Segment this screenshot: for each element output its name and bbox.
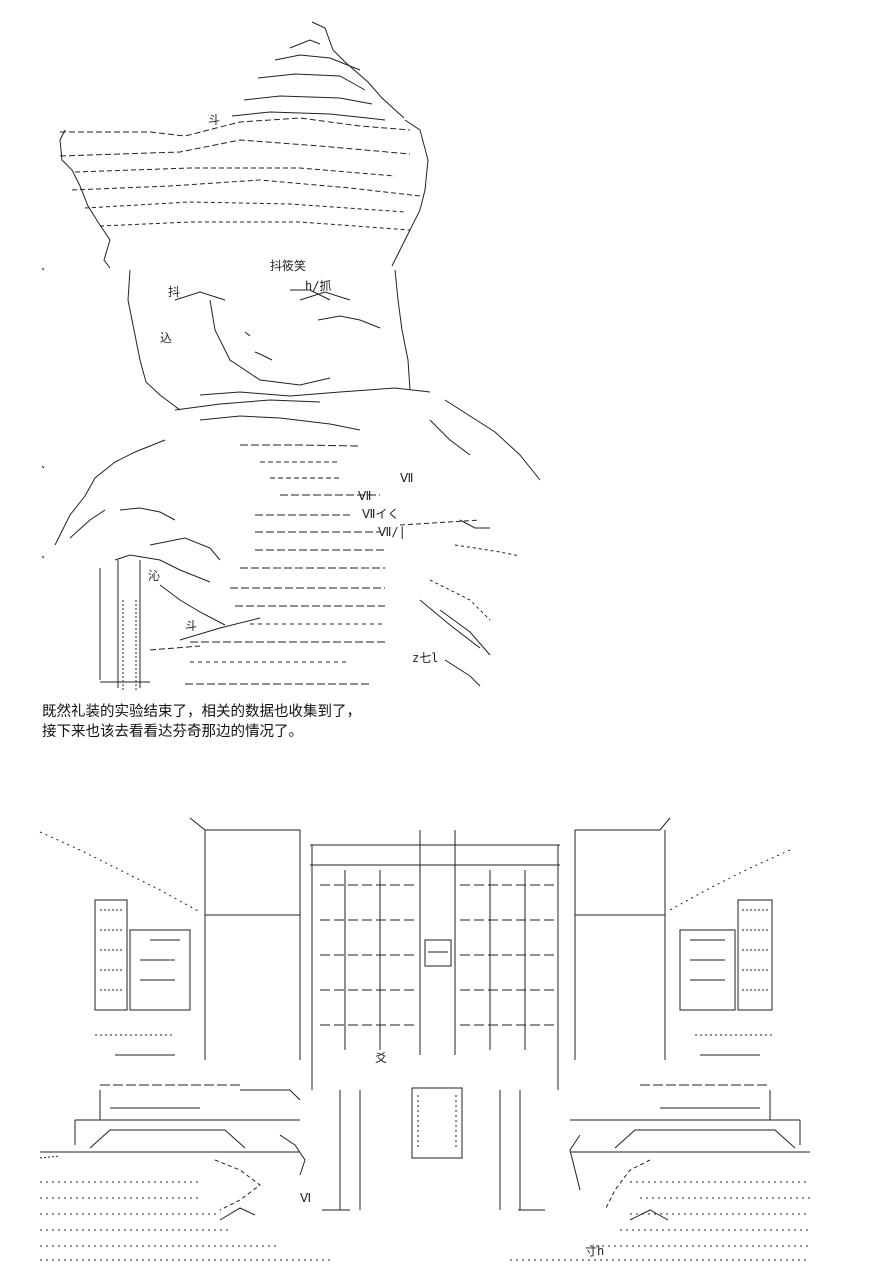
building-sign-mark: 爻 xyxy=(375,1051,387,1065)
bottom-illustration-panel: 爻 Ⅵ 寸h xyxy=(0,790,890,1275)
top-illustration-panel: 斗 抖 抖筱笑 h/抓 込 沁 斗 Ⅶ Ⅶ Ⅶイく Ⅶ/| z七l 既然礼装的实… xyxy=(41,21,541,740)
caption-text: 既然礼装的实验结束了，相关的数据也收集到了， 接下来也该去看看达芬奇那边的情况了… xyxy=(42,702,361,742)
roman-mark-4: Ⅶ/| xyxy=(378,525,406,539)
roman-mark-3: Ⅶイく xyxy=(362,507,399,521)
mouth-mark-2: 込 xyxy=(160,331,172,345)
caption-line-1: 既然礼装的实验结束了，相关的数据也收集到了， xyxy=(42,704,361,720)
eye-right-mark: 抖筱笑 xyxy=(270,258,306,273)
mouth-mark: h/抓 xyxy=(305,279,331,293)
building-roman-mark: Ⅵ xyxy=(300,1191,311,1205)
shadow-text-mark: 寸h xyxy=(585,1244,604,1258)
hand-left-mark: 沁 xyxy=(148,569,160,583)
caption-line-2: 接下来也该去看看达芬奇那边的情况了。 xyxy=(42,724,303,740)
stamp-mark: z七l xyxy=(412,651,438,665)
roman-mark-2: Ⅶ xyxy=(358,489,371,503)
eye-left-mark: 抖 xyxy=(168,285,180,299)
roman-mark-1: Ⅶ xyxy=(400,471,413,485)
hat-kanji-mark: 斗 xyxy=(208,113,220,127)
hand-right-mark: 斗 xyxy=(185,619,197,633)
building-ascii-art: 爻 Ⅵ 寸h xyxy=(39,817,810,1261)
character-ascii-art: 斗 抖 抖筱笑 h/抓 込 沁 斗 Ⅶ Ⅶ Ⅶイく Ⅶ/| z七l xyxy=(41,21,541,690)
